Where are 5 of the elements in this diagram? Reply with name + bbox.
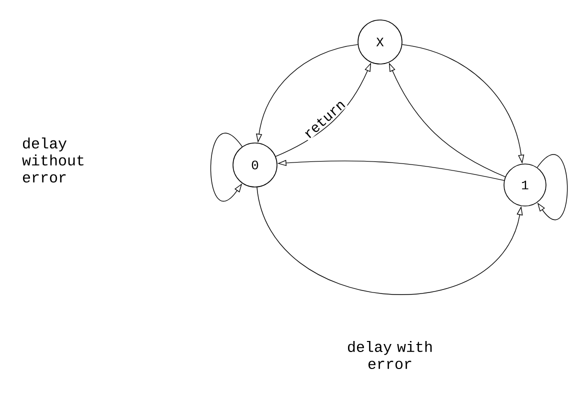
state-label: delay without error bbox=[22, 138, 84, 182]
arrow bbox=[536, 154, 568, 220]
arrow bbox=[210, 132, 242, 202]
edge-label: delay with error bbox=[348, 341, 432, 369]
arrow bbox=[256, 186, 523, 294]
